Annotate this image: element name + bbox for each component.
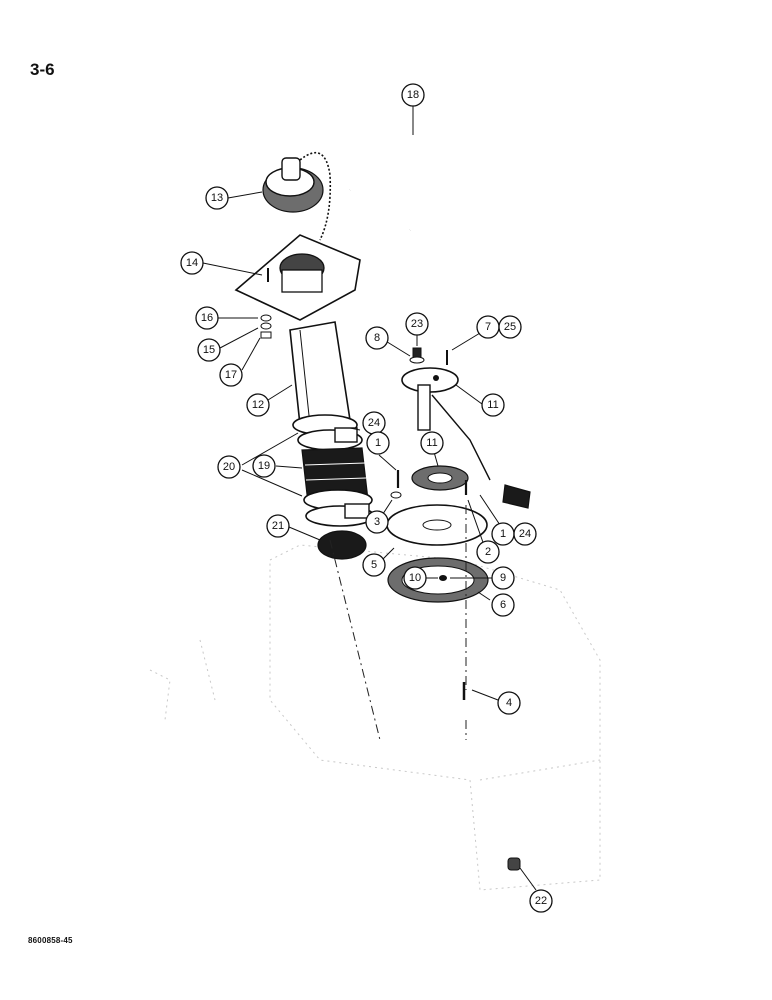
callout-1-upper: 1 [366,431,390,455]
callout-8: 8 [365,326,389,350]
svg-text:6: 6 [500,599,506,611]
svg-text:14: 14 [186,257,198,269]
fuel-sender-part [401,347,531,509]
svg-text:13: 13 [211,192,223,204]
svg-text:23: 23 [411,318,423,330]
callout-2: 2 [476,540,500,564]
svg-text:22: 22 [535,895,547,907]
callout-5: 5 [362,553,386,577]
hose-clamp-lower-part [303,489,375,527]
svg-text:21: 21 [272,520,284,532]
svg-text:4: 4 [506,697,512,709]
svg-text:1: 1 [500,528,506,540]
svg-text:16: 16 [201,312,213,324]
svg-text:17: 17 [225,369,237,381]
svg-text:2: 2 [485,546,491,558]
hose-part [301,447,369,504]
svg-text:15: 15 [203,344,215,356]
callout-1-lower: 1 [491,522,515,546]
callout-16: 16 [195,306,219,330]
filler-bracket-part [234,234,361,321]
callout-13: 13 [205,186,229,210]
washers-nut-part [260,314,272,339]
svg-text:11: 11 [426,437,437,449]
page-number: 3-6 [30,60,55,79]
hose-clamp-part [292,414,363,451]
tank-ghost-outline [149,544,601,891]
callout-10: 10 [403,566,427,590]
filler-tube-part [289,321,351,426]
callout-4: 4 [497,691,521,715]
callout-11-sender: 11 [481,393,505,417]
svg-text:10: 10 [409,572,421,584]
callout-24-lower: 24 [513,522,537,546]
callout-11-gasket: 11 [420,431,444,455]
svg-text:18: 18 [407,89,419,101]
callout-7: 7 [476,315,500,339]
callout-14: 14 [180,251,204,275]
svg-text:3: 3 [374,516,380,528]
callout-19: 19 [252,454,276,478]
callout-25: 25 [498,315,522,339]
svg-text:20: 20 [223,461,235,473]
tank-gasket-part [387,557,489,603]
filler-cap-part [262,151,332,241]
callout-23: 23 [405,312,429,336]
callout-9: 9 [491,566,515,590]
svg-text:24: 24 [368,417,380,429]
callout-18: 18 [401,83,425,107]
svg-text:9: 9 [500,572,506,584]
mounting-plate-part [386,504,488,546]
callout-17: 17 [219,363,243,387]
svg-text:8: 8 [374,332,380,344]
callout-24-upper: 24 [362,411,386,435]
svg-text:5: 5 [371,559,377,571]
callout-22: 22 [529,889,553,913]
drain-plug-part [507,857,521,871]
svg-text:25: 25 [504,321,516,333]
callout-3: 3 [365,510,389,534]
svg-text:11: 11 [487,399,498,411]
svg-text:24: 24 [519,528,531,540]
callout-20: 20 [217,455,241,479]
svg-text:12: 12 [252,399,264,411]
callout-21: 21 [266,514,290,538]
svg-text:19: 19 [258,460,270,472]
leader-lines [202,106,537,891]
callout-6: 6 [491,593,515,617]
callout-12: 12 [246,393,270,417]
svg-text:1: 1 [375,437,381,449]
callout-15: 15 [197,338,221,362]
svg-text:7: 7 [485,321,491,333]
document-code: 8600858-45 [28,936,73,945]
filter-disc-part [317,530,367,560]
